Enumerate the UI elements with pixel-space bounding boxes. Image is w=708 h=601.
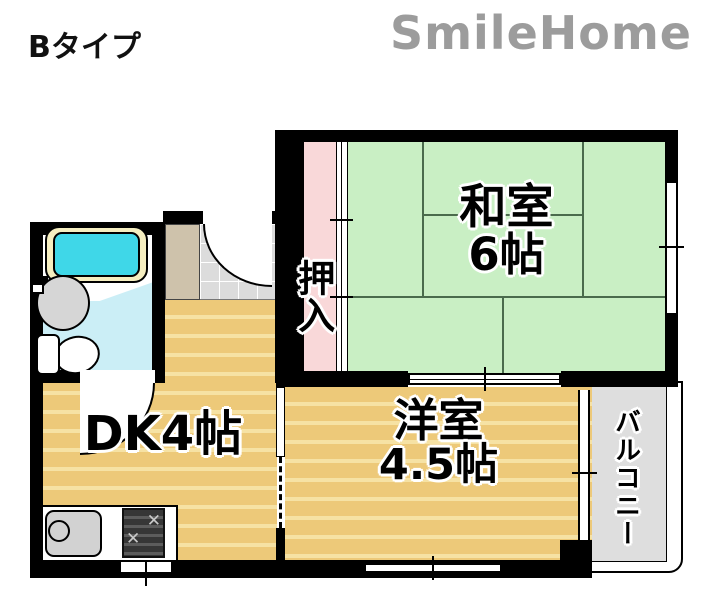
tatami-line: [582, 142, 584, 298]
wall-corner-stub: [560, 540, 592, 578]
dk-divider-wall: [276, 528, 285, 562]
western-room-floor: [285, 387, 592, 560]
toilet-tank: [36, 334, 60, 375]
closet-floor: [304, 142, 336, 373]
bathroom-door-gap: [80, 370, 155, 383]
window-tick: [659, 246, 684, 248]
window-tick: [432, 556, 434, 580]
wall-closet-left: [275, 130, 304, 383]
wall-washitsu-bottom: [276, 371, 408, 387]
kitchen-vent-line: [145, 560, 147, 586]
burner-icon: ✕: [126, 529, 141, 549]
tatami-line: [348, 296, 665, 298]
dk-divider-dashed: [279, 457, 282, 528]
brand-logo: SmileHome: [389, 6, 692, 60]
fusuma-tick: [330, 296, 353, 298]
tatami-line: [502, 296, 504, 377]
washitsu-size: 6帖: [468, 227, 545, 281]
balcony-label: バルコニー: [610, 408, 641, 548]
tatami-line: [423, 214, 583, 216]
sliding-door-tick: [484, 367, 486, 391]
balcony-window: [578, 390, 590, 540]
window-tick: [572, 472, 597, 474]
burner-icon: ✕: [146, 511, 161, 531]
wall-left-lower: [30, 383, 43, 578]
faucet: [33, 276, 48, 283]
western-room-label: 洋室 4.5帖: [285, 398, 592, 488]
wall-right-lower: [665, 313, 678, 373]
western-room-name: 洋室: [393, 394, 484, 447]
faucet-valve: [31, 283, 44, 294]
wall-right-upper: [665, 130, 678, 183]
wall-balcony-top: [561, 371, 678, 387]
kitchen-sink-drain: [48, 520, 70, 542]
tatami-line: [422, 142, 424, 298]
dk-label: DK4帖: [83, 406, 243, 462]
fusuma-tick: [330, 219, 353, 221]
wall-top: [275, 130, 678, 142]
western-room-size: 4.5帖: [378, 439, 499, 490]
plan-type-label: Bタイプ: [28, 30, 141, 65]
gas-stove: ✕ ✕: [122, 508, 165, 558]
washitsu-window: [665, 183, 678, 313]
washbasin: [36, 275, 90, 331]
entrance-door-gap: [203, 211, 272, 224]
bathtub: [45, 226, 148, 283]
washitsu-name: 和室: [459, 180, 554, 235]
bathtub-water: [53, 232, 140, 277]
washitsu-floor: [348, 142, 665, 377]
washitsu-label: 和室 6帖: [348, 184, 665, 278]
balcony: [590, 381, 683, 573]
closet-label: 押入: [291, 259, 335, 333]
balcony-deck: [592, 383, 667, 562]
wall-bottom: [30, 560, 590, 578]
dk-floor: [165, 300, 277, 560]
fusuma-track: [336, 142, 348, 373]
dk-divider-door: [276, 387, 285, 457]
shoe-cabinet: [165, 224, 200, 300]
